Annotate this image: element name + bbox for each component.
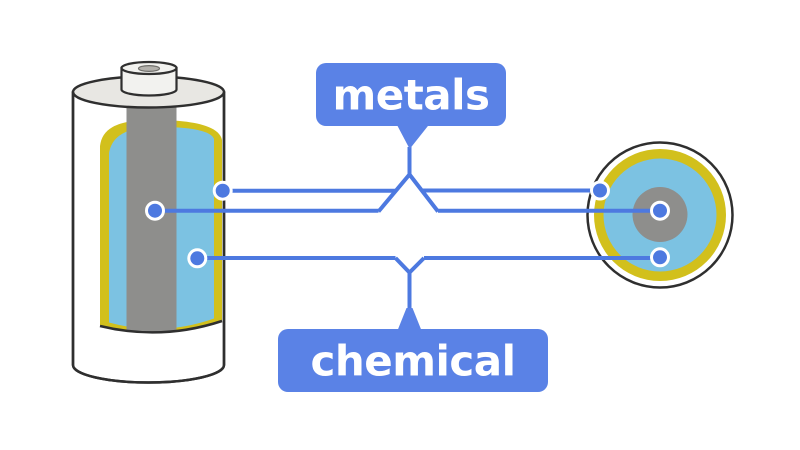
marker-dots xyxy=(145,180,670,269)
chemical-connector-junction xyxy=(394,256,426,276)
battery-terminal-body xyxy=(120,66,178,97)
marker-dot-battery-casing xyxy=(212,180,233,201)
battery-cutaway-illustration xyxy=(71,60,226,384)
metals-callout-bubble xyxy=(316,63,506,126)
marker-dot-battery-electrolyte xyxy=(187,248,208,269)
marker-dot-section-ring xyxy=(590,180,610,201)
chemical-callout-pointer xyxy=(397,308,422,331)
metals-callout: metals xyxy=(316,63,506,149)
chemical-callout: chemical xyxy=(278,308,548,392)
battery-cutaway-bottom-edge xyxy=(99,319,223,334)
battery-outer-case-outline xyxy=(71,92,226,384)
metals-connector-junction xyxy=(376,171,440,213)
metals-callout-pointer xyxy=(396,124,430,149)
battery-terminal xyxy=(120,60,178,97)
connector-lines xyxy=(155,147,661,311)
chemical-callout-bubble xyxy=(278,329,548,392)
marker-dot-section-core xyxy=(650,200,670,221)
chemical-label: chemical xyxy=(310,337,515,386)
marker-dot-section-electrolyte xyxy=(650,247,670,268)
metals-label: metals xyxy=(332,71,489,120)
marker-dot-battery-rod xyxy=(145,200,165,221)
battery-terminal-hole xyxy=(137,64,161,72)
